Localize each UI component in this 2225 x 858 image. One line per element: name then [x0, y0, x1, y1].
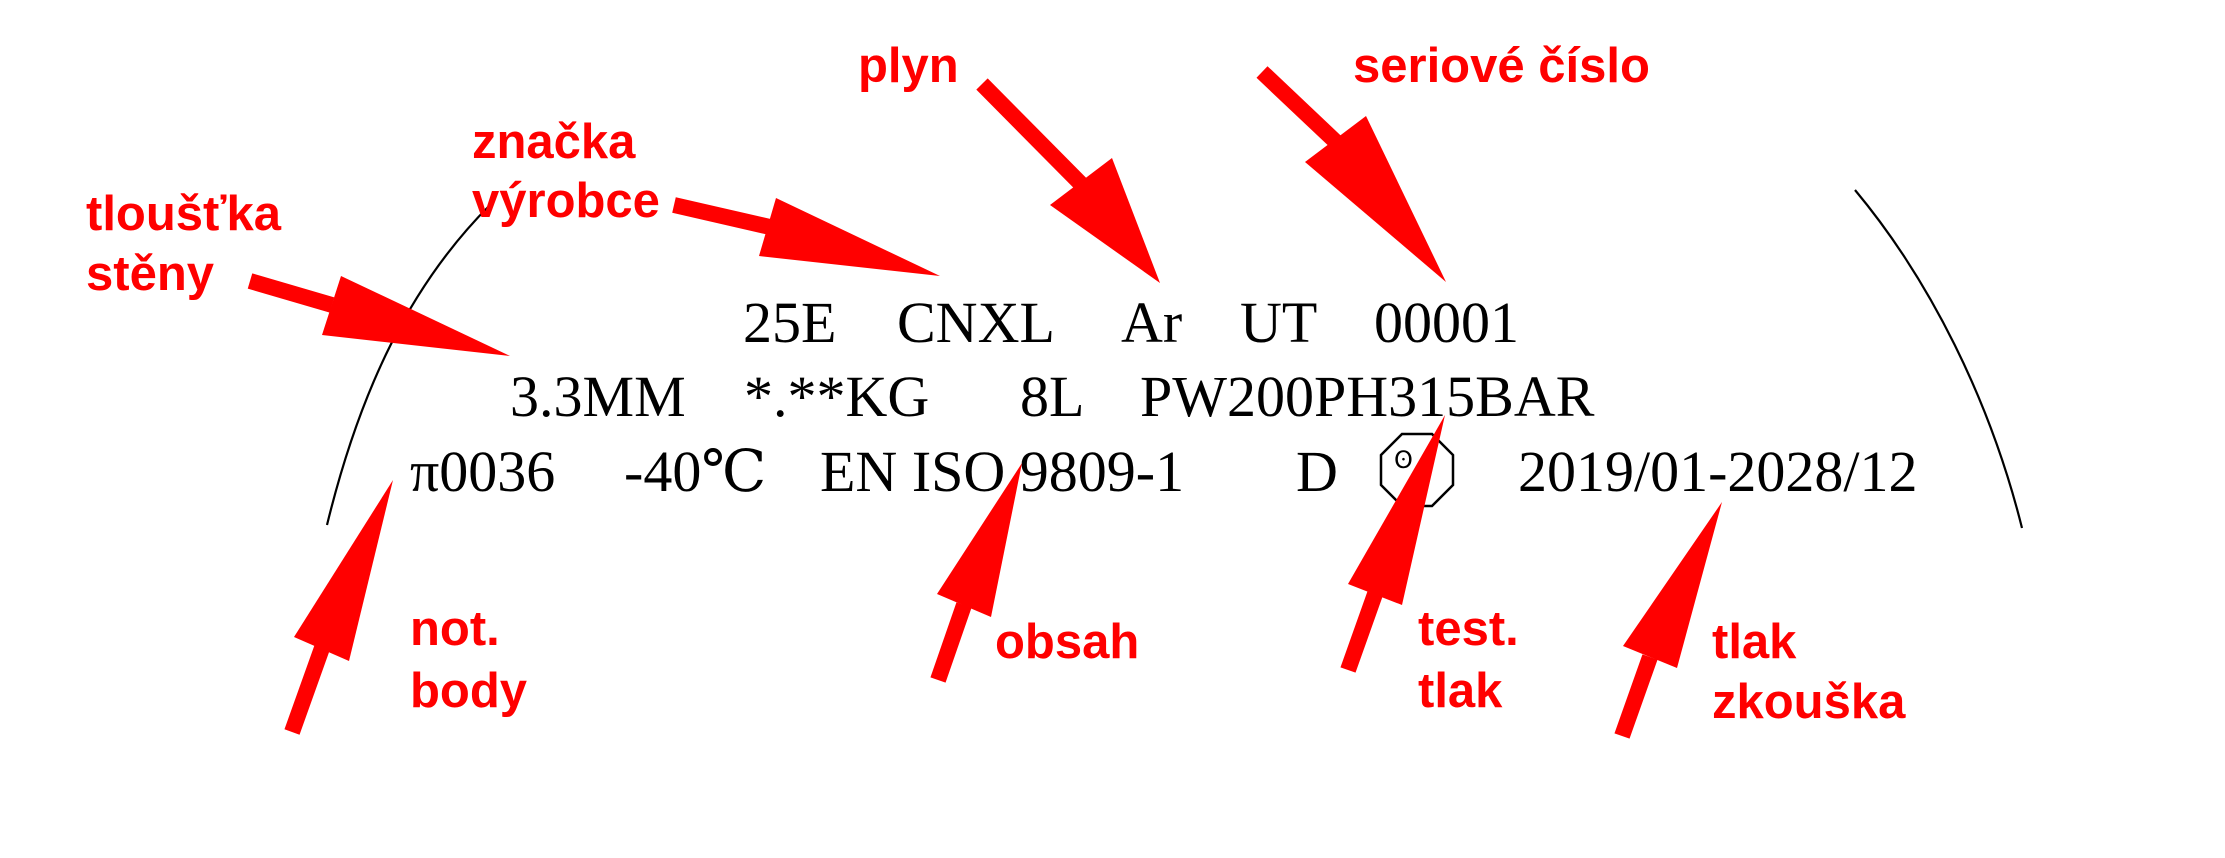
- stamp-gas: Ar: [1121, 290, 1182, 355]
- arrow-tlak-zkouska-icon: [1614, 502, 1722, 739]
- stamp-wall-thickness: 3.3MM: [510, 364, 686, 429]
- cylinder-arc-left: [325, 204, 491, 526]
- cylinder-arc-right: [1854, 189, 2024, 529]
- arrow-obsah-icon: [930, 463, 1022, 683]
- stamp-ut: UT: [1240, 290, 1317, 355]
- label-zkouska: zkouška: [1712, 675, 1906, 729]
- arrow-seriove-cislo-icon: [1256, 66, 1446, 282]
- stamp-temperature: -40℃: [624, 439, 766, 504]
- arrow-test-tlak-icon: [1340, 415, 1445, 673]
- stamp-pi-number: π0036: [410, 439, 555, 504]
- stamp-weight: *.**KG: [744, 364, 929, 429]
- label-test-tlak: tlak: [1418, 664, 1503, 718]
- stamp-year-code: 25E: [743, 290, 836, 355]
- label-steny: stěny: [86, 247, 214, 301]
- label-test: test.: [1418, 602, 1519, 656]
- label-tlak: tlak: [1712, 615, 1797, 669]
- arrow-plyn-icon: [976, 78, 1160, 283]
- stamp-standard: EN ISO 9809-1: [820, 439, 1184, 504]
- label-seriove-cislo: seriové číslo: [1353, 39, 1650, 93]
- stamp-date-range: 2019/01-2028/12: [1518, 439, 1918, 504]
- arrow-not-body-icon: [284, 480, 393, 735]
- svg-text:ʘ: ʘ: [1394, 446, 1413, 474]
- stamp-pressure: PW200PH315BAR: [1140, 364, 1595, 429]
- stamp-serial-number: 00001: [1374, 290, 1519, 355]
- stamp-manufacturer-mark: CNXL: [897, 290, 1055, 355]
- label-body: body: [410, 664, 527, 718]
- arrow-tloustka-icon: [247, 273, 510, 356]
- label-znacka: značka: [472, 115, 636, 169]
- label-not: not.: [410, 602, 500, 656]
- label-plyn: plyn: [858, 39, 959, 93]
- label-vyrobce: výrobce: [472, 174, 660, 228]
- arrow-znacka-icon: [672, 197, 940, 276]
- stamp-volume: 8L: [1020, 364, 1084, 429]
- label-obsah: obsah: [995, 615, 1139, 669]
- label-tloustka: tloušťka: [86, 187, 282, 241]
- stamp-d: D: [1296, 439, 1338, 504]
